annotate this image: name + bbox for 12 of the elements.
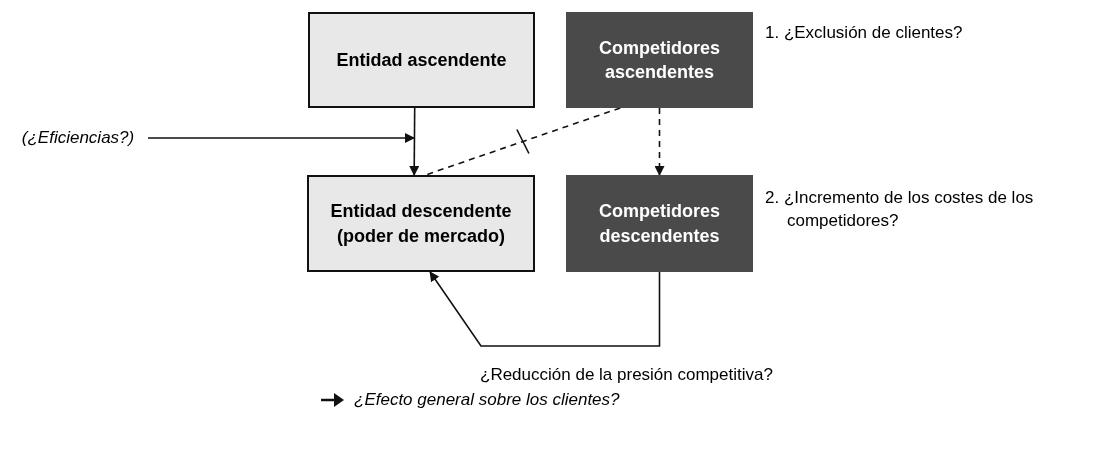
note-text: ¿Efecto general sobre los clientes? xyxy=(354,389,621,411)
note-text: 1. ¿Exclusión de clientes? xyxy=(765,22,964,44)
process-box: Entidad descendente (poder de mercado) xyxy=(307,175,535,272)
process-box: Entidad ascendente xyxy=(308,12,535,108)
note-text: 2. ¿Incremento de los costes de los competidores? xyxy=(765,187,1035,232)
arrow xyxy=(429,271,661,347)
annotation-text: (¿Eficiencias?) xyxy=(8,125,148,151)
arrow xyxy=(409,107,420,176)
dark-process-box: Competidores descendentes xyxy=(566,175,753,272)
arrow xyxy=(147,133,415,143)
dashed-arrow xyxy=(654,107,665,176)
dark-process-box: Competidores ascendentes xyxy=(566,12,753,108)
